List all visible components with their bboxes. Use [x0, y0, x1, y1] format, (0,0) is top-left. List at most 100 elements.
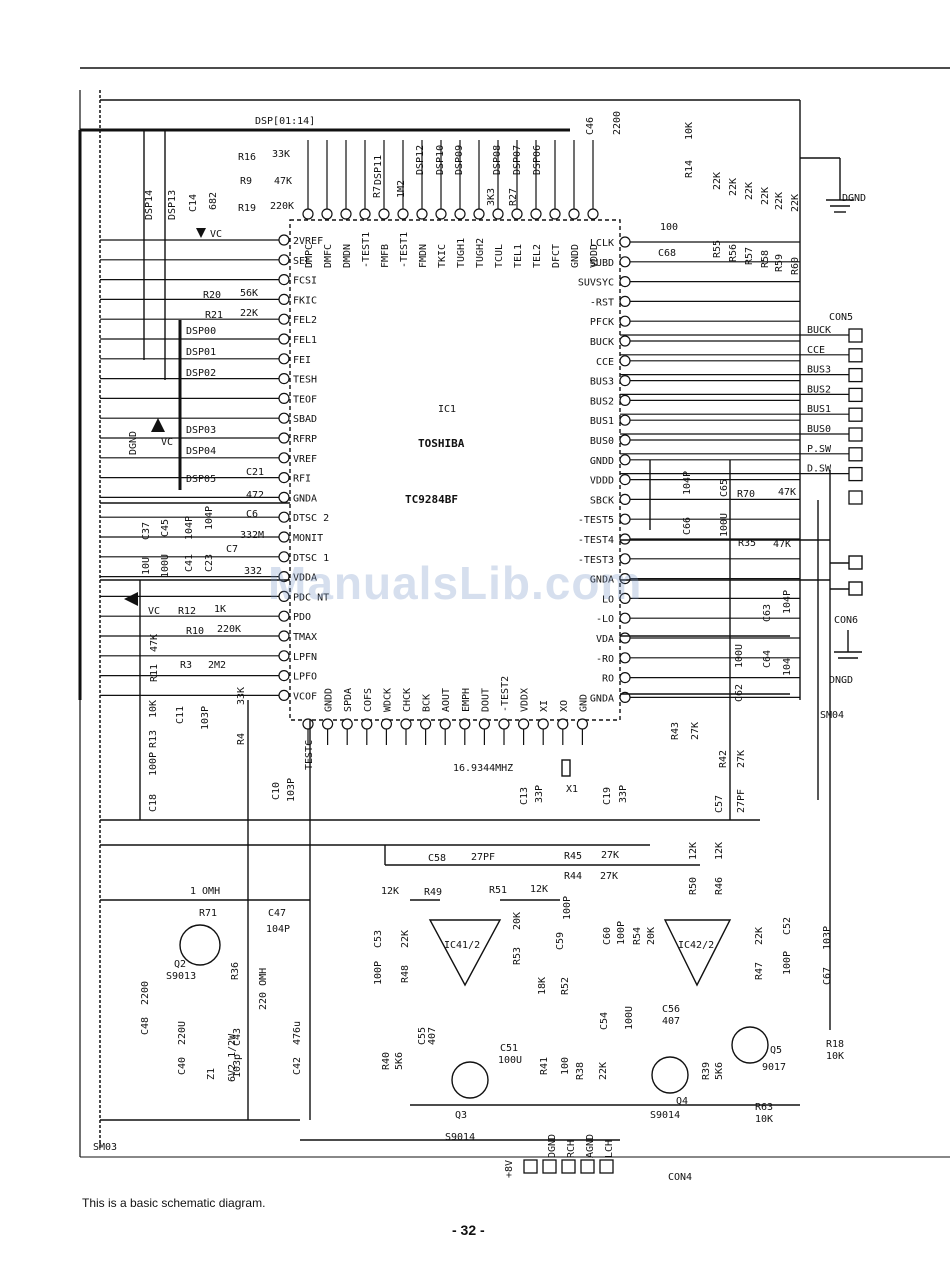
top-pin-label: TUGH2: [475, 238, 486, 268]
c42-label: C42: [292, 1057, 303, 1075]
r41-value: 100: [560, 1057, 571, 1075]
left-pin-label: DTSC 1: [293, 553, 329, 564]
crystal-x1: [561, 759, 571, 777]
r5x-value: 22K: [728, 178, 739, 196]
pin-circle: [302, 718, 314, 730]
right-pin-label: CCE: [596, 357, 614, 368]
c47-value: 104P: [266, 924, 290, 935]
r42-value: 27K: [736, 750, 747, 768]
left-pin-label: FCSI: [293, 276, 317, 287]
dsp-label: DSP10: [435, 145, 446, 175]
pin-circle: [435, 208, 447, 220]
con4-pin-label: +8V: [504, 1160, 515, 1178]
r51-value: 12K: [530, 884, 548, 895]
bottom-pin-label: EMPH: [461, 688, 472, 712]
q5-ref: Q5: [770, 1045, 782, 1056]
r50-value: 12K: [688, 842, 699, 860]
top-pin-label: TUGH1: [456, 238, 467, 268]
c23-label: C23: [204, 554, 215, 572]
c14-label: C14: [188, 194, 199, 212]
c67-label: C67: [822, 967, 833, 985]
vc-arrow-icon: [196, 228, 206, 238]
c41-label: C41: [184, 554, 195, 572]
c40-label: C40: [177, 1057, 188, 1075]
r46-value: 12K: [714, 842, 725, 860]
con5-pin-label: BUS3: [807, 365, 831, 376]
c68-value: 100: [660, 222, 678, 233]
con5-pin: [848, 447, 863, 462]
pin-circle: [278, 373, 290, 385]
left-pin-label: SEL: [293, 256, 311, 267]
c40-value: 220U: [177, 1021, 188, 1045]
pin-circle: [278, 254, 290, 266]
ic-maker: TOSHIBA: [418, 437, 465, 450]
con4-pin-label: LCH: [604, 1140, 615, 1158]
con5-pin: [848, 328, 863, 343]
r40-label: R40: [381, 1052, 392, 1070]
pin-circle: [278, 333, 290, 345]
top-dsp-labels: DSP11 DSP12 DSP10 DSP09 DSP08 DSP07 DSP0…: [373, 145, 543, 185]
c62-label: C62: [734, 684, 745, 702]
r47-label: R47: [754, 962, 765, 980]
right-pin-label: GNDA: [590, 693, 614, 704]
vc-label: VC: [210, 229, 222, 240]
c60-label: C60: [602, 927, 613, 945]
dngd-label: DNGD: [829, 675, 853, 686]
vc-arrow-icon: [124, 592, 138, 606]
left-pin-label: RFRP: [293, 434, 317, 445]
c54-label: C54: [599, 1012, 610, 1030]
bottom-pin-label: -TEST2: [500, 676, 511, 712]
opamp-ic41: [428, 919, 502, 987]
pin-circle: [278, 432, 290, 444]
vc-label: VC: [161, 437, 173, 448]
con6-pin: [848, 555, 863, 570]
q3-part: S9014: [445, 1132, 475, 1143]
r35-value: 47K: [773, 539, 791, 550]
c53-label: C53: [373, 930, 384, 948]
c21-value: 472: [246, 490, 264, 501]
c21-label: C21: [246, 467, 264, 478]
caption: This is a basic schematic diagram.: [82, 1196, 266, 1210]
r52-label: R52: [560, 977, 571, 995]
pin-circle: [359, 208, 371, 220]
con5-pin-label: BUCK: [807, 325, 831, 336]
pin-circle: [549, 208, 561, 220]
left-pin-label: TMAX: [293, 632, 317, 643]
right-pin-label: SUVSYC: [578, 278, 614, 289]
pin-circle: [459, 718, 471, 730]
r11-value: 47K: [149, 634, 160, 652]
pin-circle: [619, 434, 631, 446]
r70-label: R70: [737, 489, 755, 500]
vc-arrow-icon: [151, 418, 165, 432]
c19-label: C19: [602, 787, 613, 805]
pin-circle: [278, 353, 290, 365]
q3-ref: Q3: [455, 1110, 467, 1121]
r48-value: 22K: [400, 930, 411, 948]
left-pin-label: DTSC 2: [293, 513, 329, 524]
dsp-label: DSP06: [532, 145, 543, 175]
bottom-pin-label: CHCK: [402, 688, 413, 712]
left-pin-label: SBAD: [293, 414, 317, 425]
r5x-value: 22K: [760, 187, 771, 205]
pin-circle: [278, 689, 290, 702]
top-pin-label: TEL1: [513, 244, 524, 268]
c48-value: 2200: [140, 981, 151, 1005]
pin-circle: [619, 394, 631, 406]
bottom-pin-label: XI: [539, 700, 550, 712]
pin-circle: [511, 208, 523, 220]
left-pin-label: FKIC: [293, 295, 317, 306]
left-pin-label: MONIT: [293, 533, 323, 544]
con5-pin-label: BUS1: [807, 404, 831, 415]
bottom-pin-label: SPDA: [343, 688, 354, 712]
r13-value: 10K: [148, 700, 159, 718]
r4-value: 33K: [236, 687, 247, 705]
right-pin-label: VDA: [596, 634, 614, 645]
left-pin-label: LPFN: [293, 652, 317, 663]
opamp-ic42-label: IC42/2: [678, 940, 714, 951]
r56-label: R56: [728, 244, 739, 262]
crystal-ref: X1: [566, 784, 578, 795]
ic-body: [289, 219, 621, 721]
pin-circle: [380, 718, 392, 730]
